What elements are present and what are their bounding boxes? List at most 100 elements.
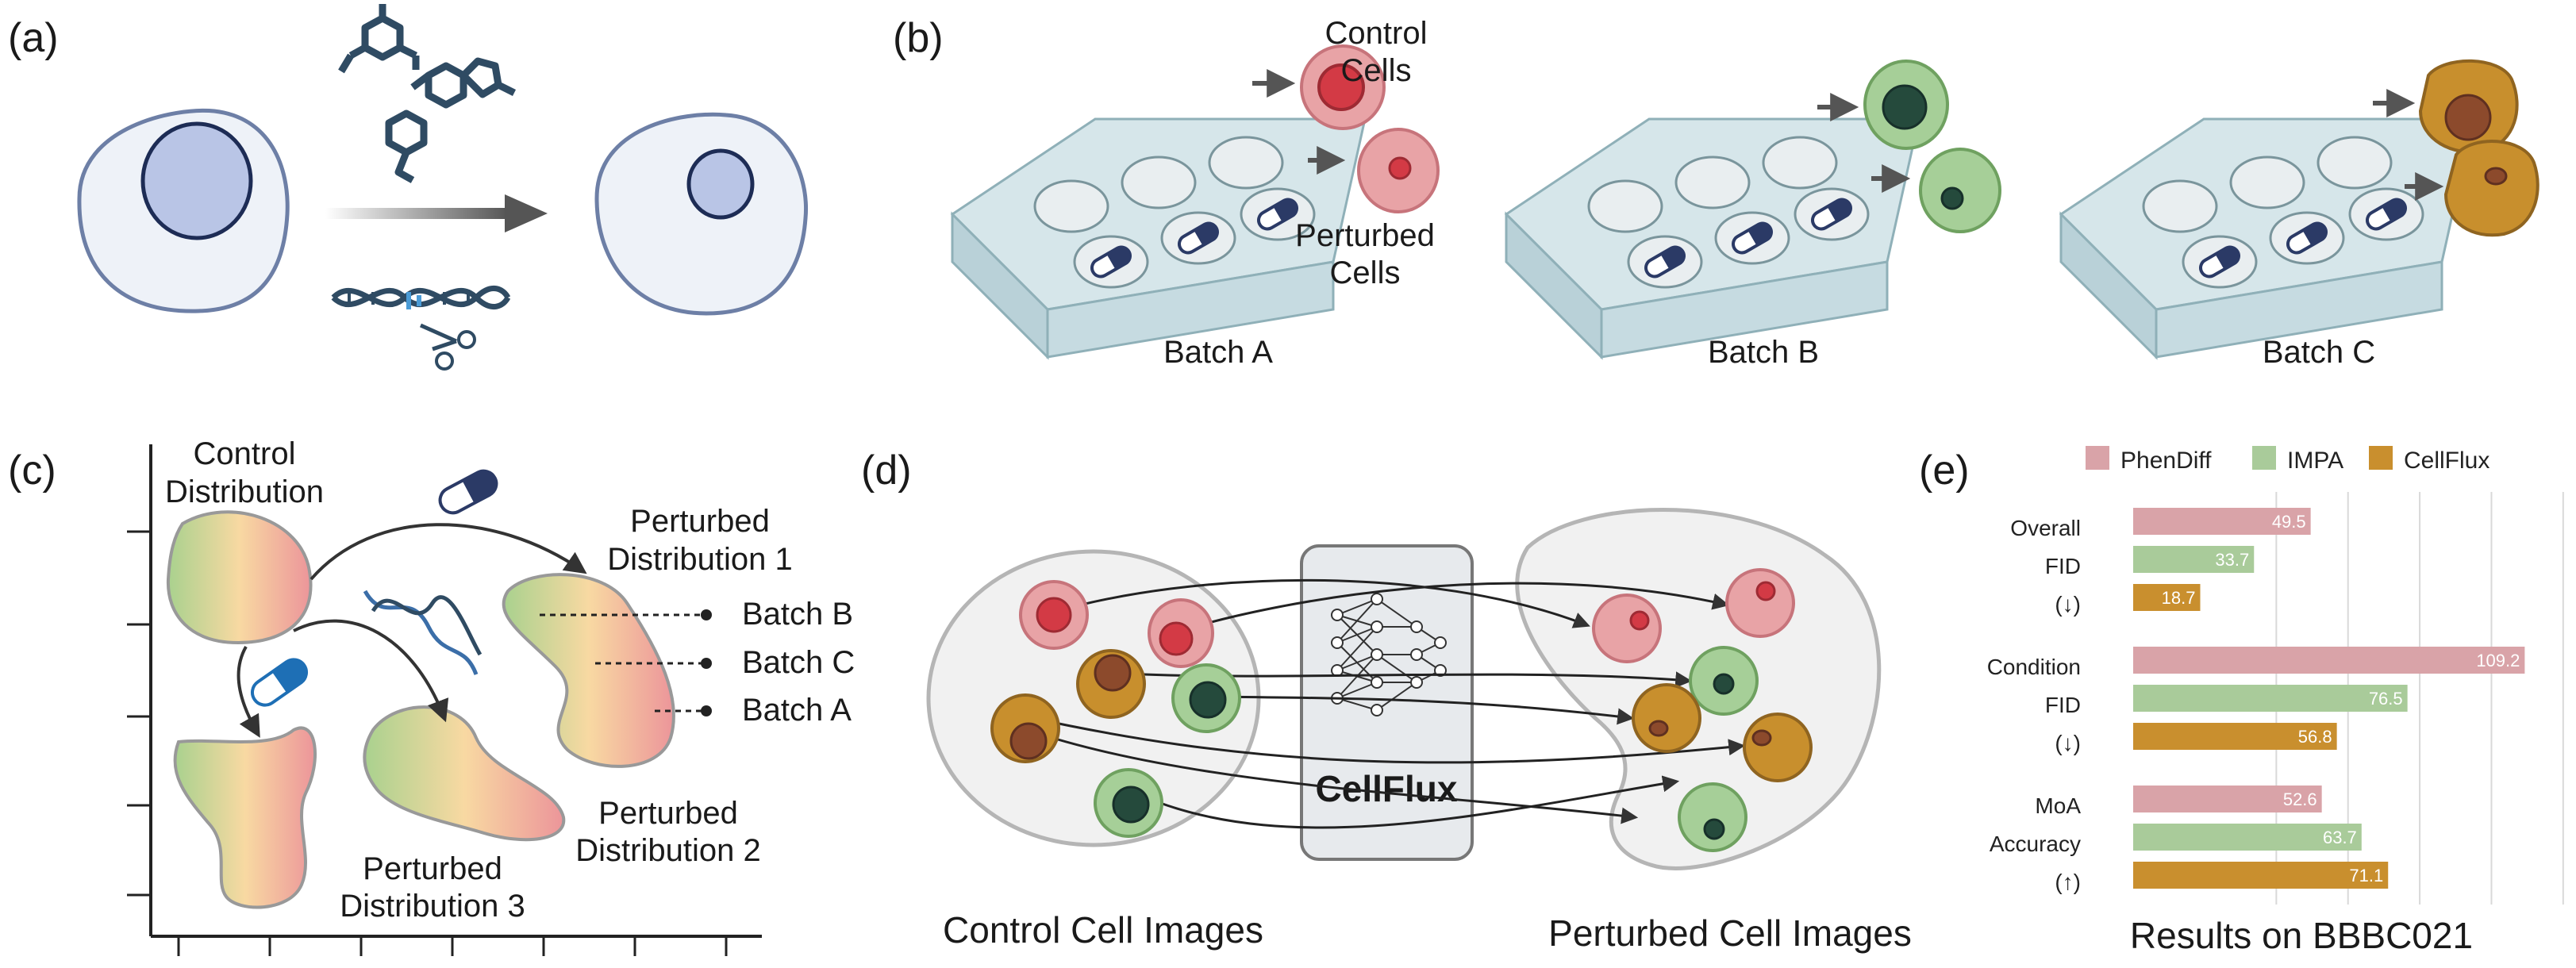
- perturbed-distribution-3-label-2: Distribution 3: [340, 889, 525, 924]
- bar-cellflux-2: [2133, 862, 2389, 889]
- bar-value-impa-1: 76.5: [2369, 689, 2403, 709]
- well-plate-b: [1505, 117, 1920, 359]
- panel-a: (a): [8, 4, 809, 371]
- control-nucleus-a: [1317, 63, 1365, 111]
- control-distribution-label-1: Control: [194, 436, 296, 471]
- bar-cellflux-0: [2133, 584, 2201, 611]
- perturbed-cells-label-1: Perturbed: [1295, 218, 1435, 253]
- perturbed-distribution-1-label-2: Distribution 1: [607, 542, 792, 577]
- control-image-nucleus-3: [1094, 654, 1132, 692]
- bar-impa-1: [2133, 685, 2408, 712]
- bar-phendiff-1: [2133, 647, 2525, 674]
- batch-c-marker-label: Batch C: [742, 645, 855, 680]
- control-image-nucleus-4: [1189, 681, 1227, 719]
- bar-value-phendiff-2: 52.6: [2283, 789, 2317, 809]
- arrow-to-distribution-3: [236, 646, 260, 738]
- category-label-2-1: Accuracy: [1990, 832, 2081, 856]
- panel-a-label: (a): [8, 15, 59, 61]
- legend-label-impa: IMPA: [2287, 448, 2343, 474]
- perturbed-image-nucleus-4: [1648, 720, 1669, 737]
- perturbed-distribution-1-label-1: Perturbed: [630, 504, 770, 539]
- nucleus-before: [140, 121, 253, 240]
- panel-e-label: (e): [1919, 448, 1970, 494]
- drug-pill-icon: [436, 467, 501, 517]
- legend-swatch-impa: [2252, 446, 2276, 470]
- perturbed-image-cell-5: [1743, 713, 1813, 782]
- bar-value-phendiff-0: 49.5: [2272, 512, 2306, 532]
- control-nucleus-c: [2444, 94, 2492, 141]
- molecule-icon: [338, 4, 517, 183]
- control-image-nucleus-5: [1009, 722, 1048, 760]
- perturbed-cells-label-2: Cells: [1330, 255, 1401, 290]
- chart-title: Results on BBBC021: [2130, 915, 2473, 956]
- perturbed-image-cell-4: [1632, 683, 1701, 753]
- perturbed-image-cell-2: [1725, 568, 1795, 638]
- perturbed-distribution-1: [502, 573, 675, 768]
- perturbed-nucleus-a: [1388, 156, 1412, 180]
- perturbed-image-nucleus-6: [1703, 818, 1725, 840]
- panel-d: (d) CellFlux: [861, 448, 1912, 954]
- category-label-1-1: FID: [2045, 693, 2081, 717]
- perturbed-nucleus-b: [1940, 186, 1964, 210]
- perturbed-distribution-2-label-2: Distribution 2: [575, 833, 760, 868]
- category-label-1-0: Condition: [1987, 655, 2081, 679]
- bar-value-impa-2: 63.7: [2323, 828, 2357, 847]
- category-label-2-0: MoA: [2035, 793, 2081, 818]
- arrow-to-distribution-2: [293, 619, 449, 723]
- perturbed-image-nucleus-3: [1713, 673, 1735, 695]
- arrow-to-distribution-1: [310, 523, 587, 581]
- control-cells-label-1: Control: [1325, 16, 1428, 51]
- bar-impa-0: [2133, 546, 2255, 573]
- batch-a-dot: [701, 705, 712, 716]
- batch-b-label: Batch B: [1708, 335, 1819, 370]
- bar-value-cellflux-0: 18.7: [2162, 588, 2196, 608]
- perturbed-image-cell-6: [1678, 782, 1747, 852]
- bar-value-cellflux-2: 71.1: [2349, 866, 2383, 885]
- batch-a-marker-label: Batch A: [742, 693, 852, 728]
- transition-arrow-head: [505, 194, 548, 232]
- perturbed-image-nucleus-1: [1629, 610, 1650, 631]
- batch-b-marker-label: Batch B: [742, 597, 853, 632]
- control-image-nucleus-1: [1036, 597, 1072, 633]
- perturbed-images-label: Perturbed Cell Images: [1548, 912, 1912, 954]
- legend-swatch-phendiff: [2086, 446, 2109, 470]
- panel-b: (b) Batch A Batch B Batch C Control Cell…: [893, 15, 2539, 370]
- transition-arrow-shaft: [325, 208, 508, 219]
- bar-cellflux-1: [2133, 723, 2337, 750]
- bar-phendiff-2: [2133, 786, 2322, 812]
- control-distribution: [166, 510, 313, 645]
- bar-value-phendiff-1: 109.2: [2476, 651, 2520, 670]
- cell-after: [594, 112, 809, 316]
- perturbed-cell-c: [2443, 140, 2539, 237]
- bar-phendiff-0: [2133, 508, 2311, 535]
- batch-b-dot: [701, 609, 712, 620]
- panel-c-label: (c): [8, 448, 56, 494]
- category-label-2-2: (↑): [2055, 870, 2081, 894]
- legend-label-cellflux: CellFlux: [2404, 448, 2489, 474]
- bar-value-cellflux-1: 56.8: [2298, 727, 2332, 747]
- perturbed-distribution-3: [173, 726, 317, 909]
- panel-d-label: (d): [861, 448, 912, 494]
- control-image-nucleus-2: [1159, 621, 1194, 656]
- perturbed-distribution-2: [363, 705, 566, 842]
- category-label-0-2: (↓): [2055, 592, 2081, 617]
- perturbed-image-nucleus-5: [1751, 729, 1772, 747]
- category-label-0-0: Overall: [2010, 516, 2081, 540]
- axes: [127, 444, 762, 956]
- perturbed-nucleus-c: [2484, 167, 2508, 186]
- panel-b-label: (b): [893, 15, 944, 61]
- panel-c: (c) Control Distribution Perturbed Distr…: [8, 436, 855, 956]
- control-nucleus-b: [1882, 84, 1928, 130]
- control-distribution-label-2: Distribution: [165, 474, 324, 509]
- legend-swatch-cellflux: [2369, 446, 2393, 470]
- panel-e: (e) PhenDiff IMPA CellFlux 49.5 33.7 18.7 Over…: [1919, 446, 2564, 956]
- batch-c-dot: [701, 658, 712, 669]
- batch-markers: [540, 613, 703, 713]
- batch-c-label: Batch C: [2263, 335, 2375, 370]
- control-images-label: Control Cell Images: [943, 909, 1263, 951]
- legend-label-phendiff: PhenDiff: [2120, 448, 2212, 474]
- dna-scissors-icon: [331, 286, 511, 371]
- category-label-1-2: (↓): [2055, 731, 2081, 755]
- bar-value-impa-0: 33.7: [2215, 550, 2249, 570]
